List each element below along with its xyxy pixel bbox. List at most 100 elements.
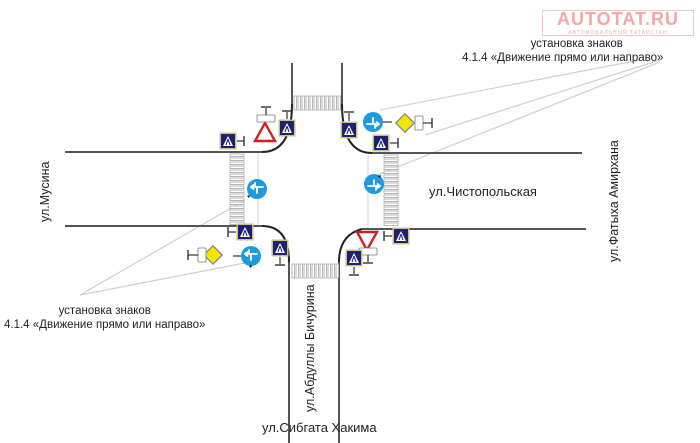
pedestrian-icon bbox=[275, 243, 285, 253]
crosswalk-east bbox=[383, 154, 399, 226]
sign-face bbox=[202, 244, 224, 266]
leader-line bbox=[424, 59, 661, 136]
crosswalk-stripe bbox=[383, 158, 399, 162]
pedestrian-icon bbox=[223, 136, 233, 146]
pedestrian-crossing-sign bbox=[372, 134, 390, 152]
street-label-west: ул.Мусина bbox=[38, 161, 52, 223]
crosswalk-stripe bbox=[383, 194, 399, 198]
crosswalk-stripe bbox=[295, 263, 299, 279]
crosswalk-stripe bbox=[383, 206, 399, 210]
leader-line bbox=[79, 261, 251, 296]
street-label-south: ул.Абдуллы Бичурина bbox=[303, 284, 317, 412]
pedestrian-figure bbox=[277, 245, 283, 253]
pedestrian-icon bbox=[282, 123, 292, 133]
crosswalk-stripe bbox=[319, 263, 323, 279]
crosswalk-stripe bbox=[317, 95, 321, 111]
crosswalk-stripe bbox=[291, 263, 295, 279]
crosswalk-stripe bbox=[315, 263, 319, 279]
pedestrian-crossing-sign bbox=[219, 132, 237, 150]
crosswalk-stripe bbox=[299, 263, 303, 279]
arrow-icon bbox=[367, 179, 381, 191]
arrowhead bbox=[249, 265, 252, 268]
crosswalk-stripe bbox=[383, 178, 399, 182]
curb-arcs bbox=[261, 103, 373, 263]
crosswalk-stripe bbox=[383, 202, 399, 206]
crosswalk-stripe bbox=[337, 95, 341, 111]
crosswalk-stripe bbox=[333, 95, 337, 111]
crosswalk-stripe bbox=[229, 169, 245, 173]
pedestrian-crossing-sign bbox=[271, 239, 289, 257]
crosswalk-stripe bbox=[383, 190, 399, 194]
leader-line bbox=[369, 61, 661, 179]
give-way-sign bbox=[354, 230, 380, 253]
crosswalk-stripe bbox=[323, 263, 327, 279]
pedestrian-figure bbox=[378, 140, 384, 148]
curb-arc-nw bbox=[261, 103, 293, 153]
crosswalk-stripe bbox=[335, 263, 339, 279]
crosswalk-stripe bbox=[383, 162, 399, 166]
crosswalk-stripe bbox=[383, 186, 399, 190]
crosswalk-stripe bbox=[303, 263, 307, 279]
arrowhead bbox=[378, 175, 381, 178]
curb-arc-ne bbox=[341, 103, 373, 154]
logo-brand: AUTOTAT.RU bbox=[557, 9, 679, 29]
crosswalk-stripe bbox=[383, 170, 399, 174]
logo-tagline: АВТОМОБИЛЬНЫЙ ТАТАРСТАН bbox=[568, 30, 668, 36]
note-line: установка знаков bbox=[58, 305, 151, 317]
crosswalk-stripe bbox=[229, 177, 245, 181]
crosswalk-stripe bbox=[327, 263, 331, 279]
pedestrian-crossing-sign bbox=[340, 121, 358, 139]
sign-face bbox=[394, 112, 416, 134]
curb-arc-sw bbox=[261, 225, 290, 263]
pedestrian-figure bbox=[346, 127, 352, 135]
note-line: 4.1.4 «Движение прямо или направо» bbox=[462, 52, 664, 64]
crosswalk-stripe bbox=[229, 157, 245, 161]
note-bottom-left: установка знаков 4.1.4 «Движение прямо и… bbox=[4, 304, 205, 332]
crosswalk-stripe bbox=[229, 197, 245, 201]
crosswalk-stripe bbox=[383, 154, 399, 158]
crosswalk-stripe bbox=[325, 95, 329, 111]
crosswalk-stripe bbox=[307, 263, 311, 279]
pedestrian-icon bbox=[349, 253, 359, 263]
info-plate bbox=[197, 247, 207, 263]
straight-or-right-sign bbox=[364, 174, 384, 194]
note-line: установка знаков bbox=[530, 38, 623, 50]
straight-or-right-sign bbox=[241, 246, 261, 266]
crosswalk-stripe bbox=[331, 263, 335, 279]
info-plate bbox=[414, 115, 424, 131]
leader-line bbox=[79, 199, 246, 296]
crosswalk-stripe bbox=[229, 209, 245, 213]
arrow-icon bbox=[250, 182, 264, 194]
pedestrian-figure bbox=[398, 233, 404, 241]
crosswalk-stripe bbox=[383, 218, 399, 222]
crosswalk-west bbox=[229, 153, 245, 225]
main-road-sign bbox=[202, 244, 224, 266]
crosswalk-stripe bbox=[229, 153, 245, 157]
crosswalk-south bbox=[291, 263, 339, 279]
crosswalk-stripe bbox=[313, 95, 317, 111]
crosswalk-stripe bbox=[383, 222, 399, 226]
street-label-far-east: ул.Фатыха Амирхана bbox=[607, 140, 621, 262]
crosswalk-stripe bbox=[229, 181, 245, 185]
signs bbox=[187, 106, 433, 276]
logo: AUTOTAT.RU АВТОМОБИЛЬНЫЙ ТАТАРСТАН bbox=[542, 9, 694, 36]
pedestrian-icon bbox=[240, 227, 250, 237]
curb-arc-se bbox=[338, 228, 363, 263]
crosswalk-stripe bbox=[229, 201, 245, 205]
crosswalk-stripe bbox=[383, 174, 399, 178]
crosswalk-stripe bbox=[383, 214, 399, 218]
crosswalk-stripe bbox=[321, 95, 325, 111]
crosswalk-stripe bbox=[329, 95, 333, 111]
crosswalk-stripe bbox=[229, 165, 245, 169]
crosswalk-stripe bbox=[383, 210, 399, 214]
pedestrian-crossing-sign bbox=[345, 249, 363, 267]
crosswalk-stripe bbox=[301, 95, 305, 111]
sign-face bbox=[252, 120, 278, 143]
pedestrian-figure bbox=[351, 255, 357, 263]
crosswalk-stripe bbox=[229, 185, 245, 189]
crosswalk-north bbox=[293, 95, 341, 111]
arrow-icon bbox=[244, 249, 258, 261]
arrow-icon bbox=[366, 117, 380, 129]
crosswalk-stripe bbox=[229, 213, 245, 217]
